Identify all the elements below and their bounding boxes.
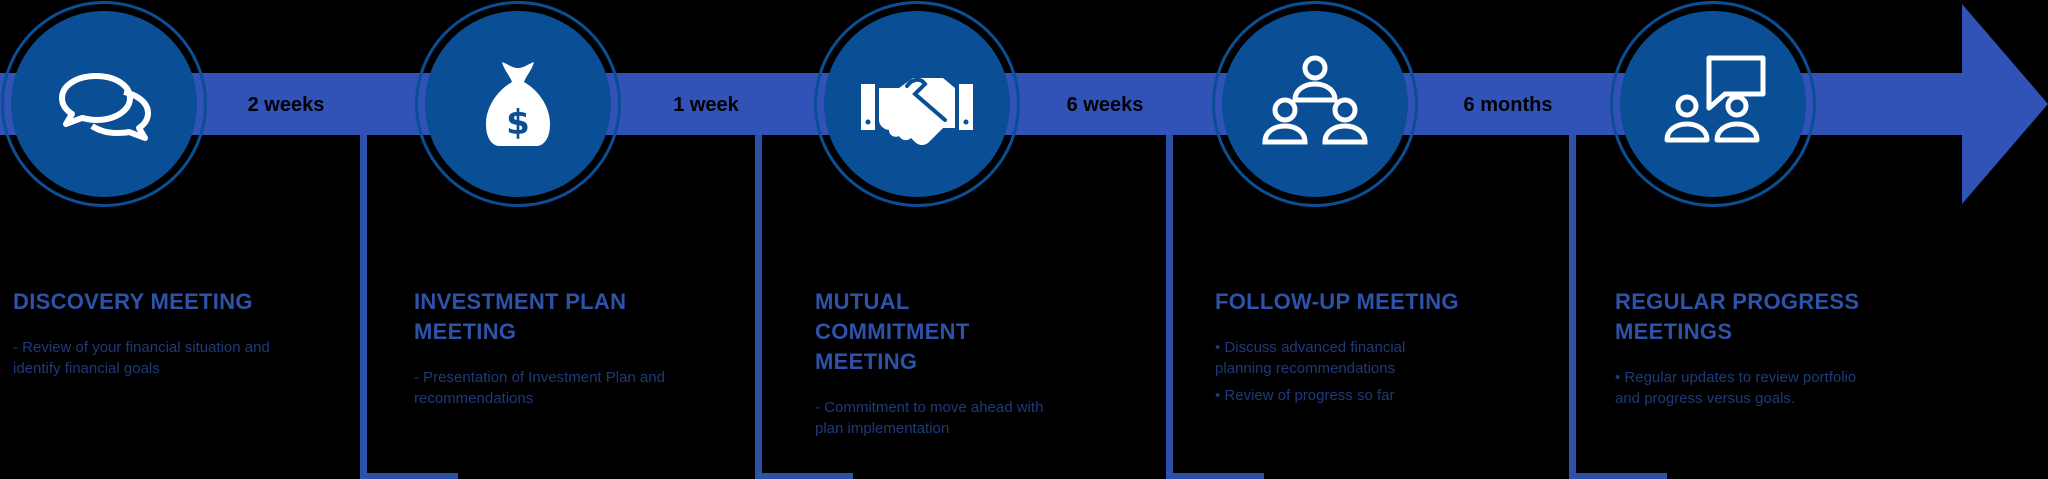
duration-label-1: 2 weeks: [247, 94, 325, 116]
handshake-icon: [861, 77, 973, 145]
connector-line-4: [1166, 135, 1173, 479]
step-title: FOLLOW-UP MEETING: [1215, 289, 1459, 314]
step-4-circle: [1222, 11, 1408, 197]
timeline-arrowhead: [1962, 4, 2048, 204]
step-bullet: • Regular updates to review portfolio an…: [1615, 369, 1857, 407]
step-3-ring: [814, 1, 1020, 207]
step-5-ring: [1610, 1, 1816, 207]
step-card-follow-up: FOLLOW-UP MEETING • Discuss advanced fin…: [1215, 287, 1515, 412]
duration-label-3: 6 weeks: [1066, 94, 1144, 116]
svg-text:$: $: [506, 103, 530, 143]
step-bullet: - Review of your financial situation and…: [13, 339, 270, 377]
connector-foot-3: [755, 473, 853, 479]
connector-line-2: [360, 135, 367, 479]
step-3-circle: [824, 11, 1010, 197]
step-1-ring: [1, 1, 207, 207]
group-icon: [1262, 55, 1368, 145]
step-4-ring: [1212, 1, 1418, 207]
connector-foot-5: [1569, 473, 1667, 479]
step-bullet: - Commitment to move ahead with plan imp…: [815, 399, 1044, 437]
step-bullet: • Discuss advanced financial planning re…: [1215, 339, 1406, 377]
connector-foot-2: [360, 473, 458, 479]
step-2-ring: [415, 1, 621, 207]
step-card-discovery: DISCOVERY MEETING - Review of your finan…: [13, 287, 313, 385]
connector-line-3: [755, 135, 762, 479]
duration-label-2: 1 week: [673, 94, 739, 116]
step-bullet: • Review of progress so far: [1215, 387, 1395, 404]
step-1-circle: [11, 11, 197, 197]
presentation-icon: [1664, 55, 1766, 143]
duration-label-4: 6 months: [1463, 94, 1553, 116]
connector-line-5: [1569, 135, 1576, 479]
chat-bubbles-icon: [59, 73, 151, 141]
step-title: DISCOVERY MEETING: [13, 289, 253, 314]
connector-foot-4: [1166, 473, 1264, 479]
step-2-circle: $: [425, 11, 611, 197]
step-5-circle: [1620, 11, 1806, 197]
money-bag-icon: $: [486, 62, 550, 146]
step-bullet: - Presentation of Investment Plan and re…: [414, 369, 665, 407]
